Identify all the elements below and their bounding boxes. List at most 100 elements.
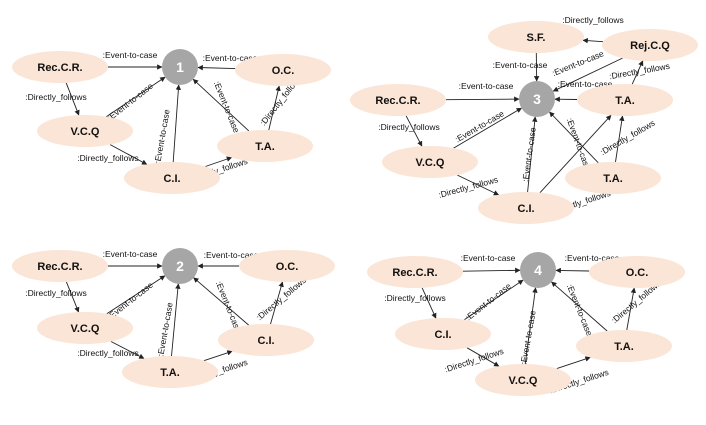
event-node: C.I. bbox=[395, 318, 491, 350]
edge-label: :Event-to-case bbox=[565, 283, 595, 338]
edge-event-to-case bbox=[462, 267, 521, 274]
event-node: Rec.C.R. bbox=[12, 250, 108, 282]
event-node-shape bbox=[12, 51, 108, 83]
edge-label: :Directly_follows bbox=[608, 61, 670, 82]
event-node-shape bbox=[235, 54, 331, 86]
edge-event-to-case bbox=[171, 283, 181, 357]
event-node-label: S.F. bbox=[527, 32, 546, 44]
edge-directly-follows bbox=[631, 60, 644, 85]
edge-directly-follows bbox=[405, 115, 423, 147]
event-node-label: C.I. bbox=[517, 203, 534, 215]
edge-label: :Event-to-case bbox=[152, 108, 171, 164]
edge-label: :Directly_follows bbox=[598, 118, 656, 157]
edge-label: :Event-to-case bbox=[463, 281, 513, 323]
case-node: 4 bbox=[520, 252, 556, 288]
case-node-label: 1 bbox=[176, 59, 184, 75]
edge-label: :Event-to-case bbox=[493, 60, 548, 70]
edge-event-to-case bbox=[555, 267, 590, 274]
event-node: Rej.C.Q bbox=[602, 29, 698, 61]
event-node-shape bbox=[488, 21, 584, 53]
event-node: S.F. bbox=[488, 21, 584, 53]
edge-directly-follows bbox=[615, 115, 625, 163]
edge-directly-follows bbox=[110, 341, 145, 359]
case-node-shape bbox=[520, 252, 556, 288]
event-node-shape bbox=[239, 250, 335, 282]
edge-label: :Event-to-case bbox=[565, 253, 620, 263]
diagram-case-3: :Event-to-case :Directly_follows :Event-to… bbox=[350, 15, 698, 224]
event-node-shape bbox=[589, 256, 685, 288]
case-node: 3 bbox=[519, 81, 555, 117]
edge-event-to-case bbox=[527, 116, 538, 193]
edge-directly-follows bbox=[539, 114, 612, 194]
event-node: C.I. bbox=[124, 162, 220, 194]
edge-label: :Directly_follows bbox=[254, 275, 307, 322]
event-node: C.I. bbox=[478, 192, 574, 224]
event-node-shape bbox=[124, 162, 220, 194]
edge-label: :Directly_follows bbox=[378, 122, 439, 132]
edge-label: :Event-to-case bbox=[212, 80, 242, 135]
event-node-shape bbox=[382, 146, 478, 178]
case-node-label: 2 bbox=[176, 258, 184, 274]
event-node-label: T.A. bbox=[603, 173, 623, 185]
edge-directly-follows bbox=[65, 281, 80, 313]
case-node: 1 bbox=[162, 49, 198, 85]
edge-event-to-case bbox=[549, 111, 599, 164]
event-node-label: V.C.Q bbox=[71, 323, 100, 335]
event-node-shape bbox=[565, 162, 661, 194]
edge-label: :Event-to-case bbox=[520, 126, 538, 182]
case-node-shape bbox=[519, 81, 555, 117]
edge-directly-follows bbox=[270, 281, 284, 325]
event-node-label: T.A. bbox=[255, 141, 275, 153]
event-node-label: V.C.Q bbox=[71, 126, 100, 138]
event-node: T.A. bbox=[577, 84, 673, 116]
edge-event-to-case bbox=[106, 275, 166, 315]
event-node: V.C.Q bbox=[37, 312, 133, 344]
edge-event-to-case bbox=[172, 84, 182, 163]
event-node: Rec.C.R. bbox=[367, 256, 463, 288]
edge-event-to-case bbox=[524, 287, 538, 365]
edge-directly-follows bbox=[65, 82, 80, 116]
event-node-label: C.I. bbox=[257, 335, 274, 347]
edge-directly-follows bbox=[582, 37, 604, 44]
event-node: O.C. bbox=[239, 250, 335, 282]
event-node-label: Rec.C.R. bbox=[37, 62, 82, 74]
edge-directly-follows bbox=[109, 144, 148, 165]
edge-label: :Event-to-case bbox=[203, 53, 258, 63]
event-node-shape bbox=[350, 84, 446, 116]
edge-label: :Event-to-case bbox=[461, 253, 516, 263]
edge-label: :Directly_follows bbox=[77, 348, 138, 358]
event-node-label: T.A. bbox=[614, 341, 634, 353]
event-node-shape bbox=[37, 115, 133, 147]
diagram-case-2: :Event-to-case:Directly_follows:Event-to… bbox=[12, 248, 335, 388]
edge-label: :Directly_follows bbox=[384, 293, 445, 303]
edge-event-to-case bbox=[106, 76, 166, 118]
event-node-label: V.C.Q bbox=[416, 157, 445, 169]
event-node: V.C.Q bbox=[475, 364, 571, 396]
event-node-label: V.C.Q bbox=[509, 375, 538, 387]
event-node: C.I. bbox=[218, 324, 314, 356]
edge-label: :Directly_follows bbox=[25, 288, 86, 298]
event-node-shape bbox=[218, 324, 314, 356]
case-node-shape bbox=[162, 248, 198, 284]
edge-directly-follows bbox=[556, 356, 591, 370]
case-node: 2 bbox=[162, 248, 198, 284]
edge-directly-follows bbox=[203, 350, 233, 362]
edge-directly-follows bbox=[205, 156, 233, 167]
event-node: V.C.Q bbox=[37, 115, 133, 147]
event-node-shape bbox=[478, 192, 574, 224]
event-node-label: T.A. bbox=[160, 367, 180, 379]
event-node-shape bbox=[602, 29, 698, 61]
edge-event-to-case bbox=[453, 107, 522, 149]
event-node-shape bbox=[122, 356, 218, 388]
event-node-shape bbox=[395, 318, 491, 350]
event-node: O.C. bbox=[589, 256, 685, 288]
edge-label: :Event-to-case bbox=[214, 280, 244, 335]
event-node: T.A. bbox=[565, 162, 661, 194]
edge-label: :Event-to-case bbox=[518, 309, 537, 365]
event-node: V.C.Q bbox=[382, 146, 478, 178]
edge-event-to-case bbox=[197, 64, 236, 71]
event-node-label: O.C. bbox=[626, 267, 649, 279]
event-node-label: Rec.C.R. bbox=[37, 261, 82, 273]
diagram-case-4: :Event-to-case :Directly_follows :Event-to… bbox=[367, 252, 685, 396]
